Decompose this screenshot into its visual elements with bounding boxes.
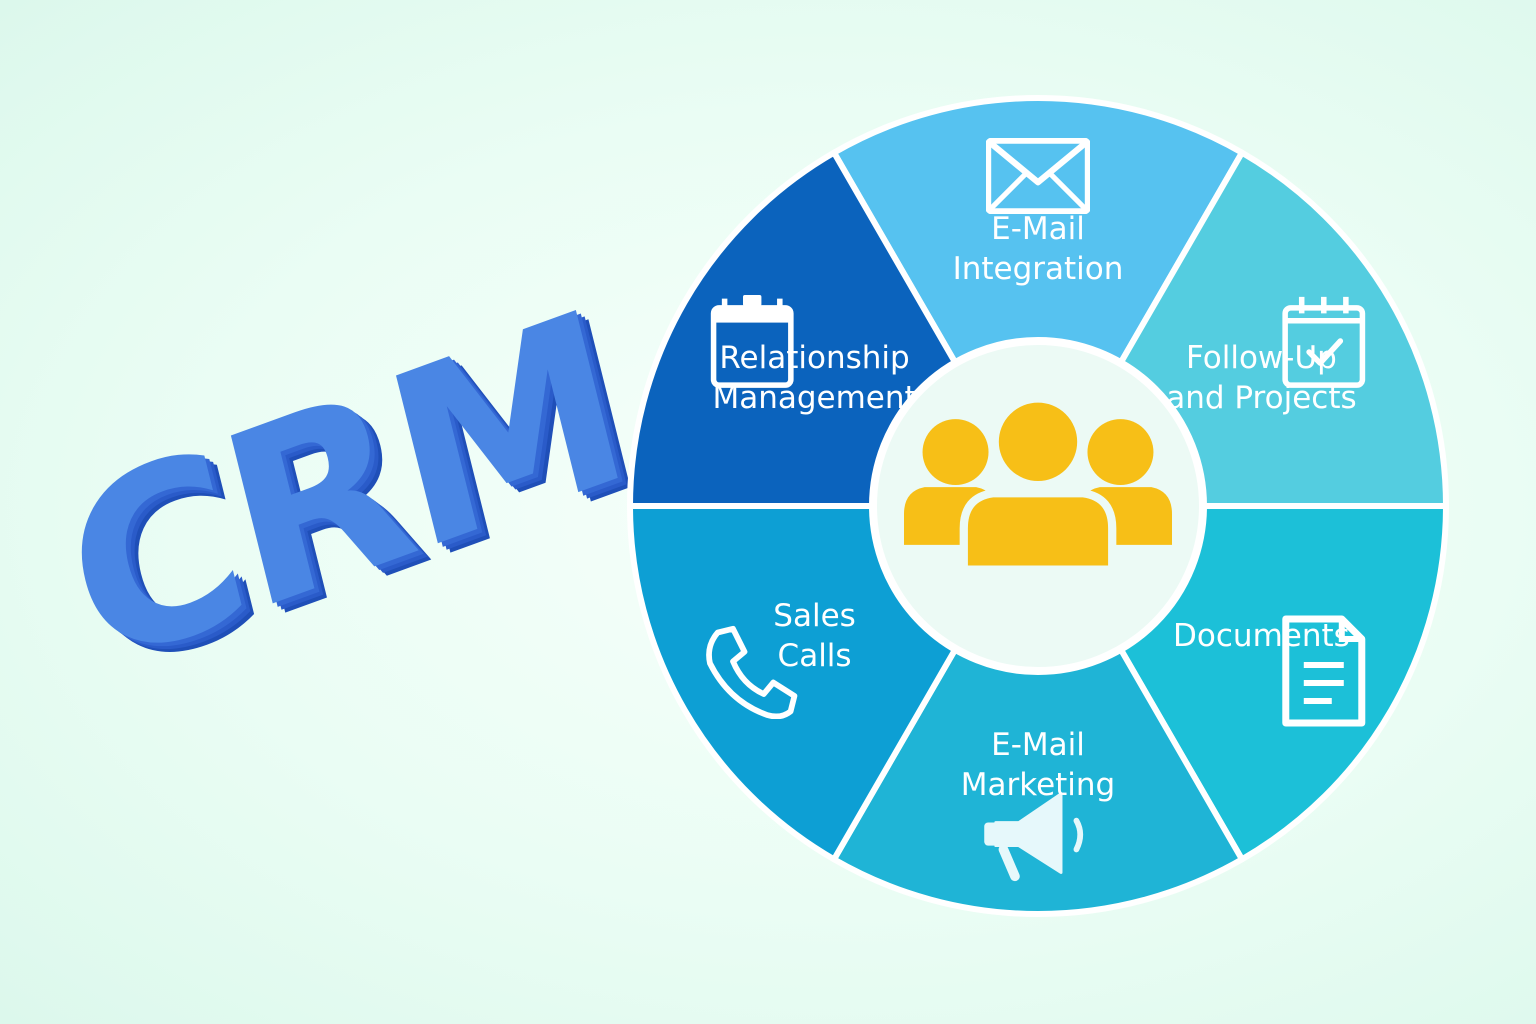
segment-label-documents: Documents <box>1173 618 1350 654</box>
wheel-outer-ring <box>628 96 1448 916</box>
